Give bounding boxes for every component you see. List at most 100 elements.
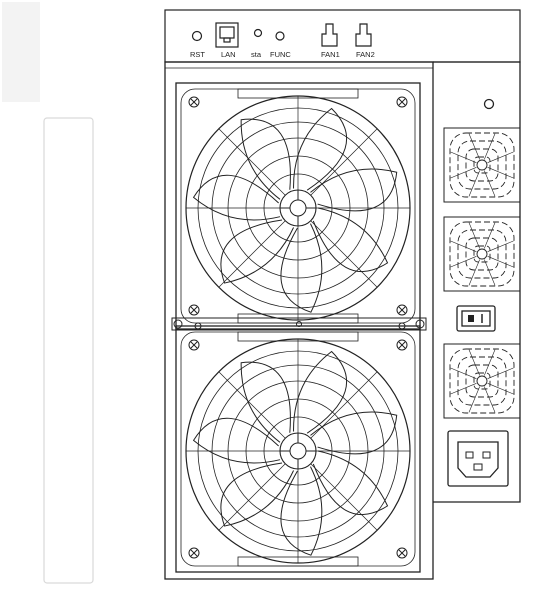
lower-fan: [175, 325, 421, 573]
vent-rib: [468, 170, 480, 197]
fan-guard-spoke: [218, 220, 286, 288]
vent-rib: [487, 167, 514, 179]
chassis-frame: [164, 61, 434, 580]
fan-screw-slot: [190, 306, 198, 314]
fan-screw-icon: [188, 304, 200, 316]
fan-screw-slot: [398, 549, 406, 557]
fans-layer: [175, 82, 421, 573]
vent-grille-icon: [443, 343, 521, 419]
fan-blade: [192, 417, 281, 464]
fan-screw-icon: [396, 304, 408, 316]
fan-hub-cap: [289, 442, 307, 460]
vent-center: [476, 159, 488, 171]
fan-blade: [293, 107, 348, 191]
vent-border: [443, 343, 521, 419]
vent-rib: [484, 349, 496, 376]
vent-slot-ring: [457, 140, 507, 190]
vent-rib: [487, 151, 514, 163]
vent-rib: [468, 133, 480, 160]
fan-screw-slot: [398, 98, 406, 106]
fan-screw-slot: [398, 306, 406, 314]
func-button[interactable]: [275, 31, 285, 41]
io-panel: RST LAN sta FUNC FAN1 FAN2: [164, 9, 521, 63]
fan-blade: [280, 223, 323, 313]
fan-screw-icon: [396, 339, 408, 351]
fan-hub-cap: [289, 199, 307, 217]
fan-guard-spoke: [218, 128, 286, 196]
upper-fan: [175, 82, 421, 330]
side-strip: [2, 2, 94, 584]
fan-blade: [293, 350, 348, 434]
fan-blade: [312, 450, 389, 516]
vent-center: [476, 375, 488, 387]
fan-screw-icon: [188, 547, 200, 559]
fan2-label: FAN2: [356, 50, 375, 59]
screw-hole-icon: [483, 98, 495, 110]
vent-slot-ring: [449, 221, 515, 287]
fan1-label: FAN1: [321, 50, 340, 59]
vent-rib: [487, 367, 514, 379]
io-panel-frame: [164, 9, 521, 63]
vent-slot-ring: [465, 364, 499, 398]
fan-guard-spoke: [218, 371, 286, 439]
vents-layer: [443, 127, 521, 419]
vent-rib: [487, 256, 514, 268]
fan-screw-slot: [190, 98, 198, 106]
fan-blade: [312, 207, 389, 273]
vent-slot-ring: [473, 372, 491, 390]
fan-screw-slot: [190, 341, 198, 349]
vent-rib: [450, 151, 477, 163]
vent-slot-ring: [449, 348, 515, 414]
fan-frame: [175, 82, 421, 330]
vent-rib: [468, 386, 480, 413]
vent-border: [443, 127, 521, 203]
vent-rib: [450, 256, 477, 268]
fan-screw-icon: [188, 96, 200, 108]
vent-slot-ring: [465, 237, 499, 271]
vent-slot-ring: [465, 148, 499, 182]
fan-blade: [192, 174, 281, 221]
fan-screw-icon: [188, 339, 200, 351]
sta-led-icon: [253, 28, 263, 38]
vent-rib: [450, 367, 477, 379]
fan-guard-spoke: [310, 463, 378, 531]
vent-rib: [484, 386, 496, 413]
vent-rib: [484, 133, 496, 160]
ac-inlet-icon: [447, 430, 509, 487]
vent-rib: [468, 349, 480, 376]
vent-center: [476, 248, 488, 260]
vent-rib: [484, 259, 496, 286]
bracket-screw-icon: [415, 319, 425, 329]
vent-rib: [484, 222, 496, 249]
fan-blade: [240, 118, 291, 200]
bracket-screw-icon: [194, 322, 202, 330]
psu-unit: [433, 61, 521, 503]
bracket-screw-icon: [398, 322, 406, 330]
bracket-screw-icon: [173, 319, 183, 329]
fan-blade: [220, 462, 295, 527]
fan-blade: [240, 361, 291, 443]
fan-blade: [280, 466, 323, 556]
vent-grille-icon: [443, 216, 521, 292]
vent-rib: [450, 167, 477, 179]
sta-label: sta: [251, 50, 262, 59]
chassis: [164, 61, 434, 580]
fan1-connector-icon: [321, 23, 338, 47]
vent-rib: [468, 222, 480, 249]
vent-rib: [450, 383, 477, 395]
fan-blade: [220, 219, 295, 284]
vent-slot-ring: [473, 245, 491, 263]
rst-button[interactable]: [191, 30, 203, 42]
vent-grille-icon: [443, 127, 521, 203]
vent-rib: [487, 383, 514, 395]
power-switch-icon[interactable]: [456, 305, 496, 332]
fan2-connector-icon: [355, 23, 372, 47]
vent-rib: [487, 240, 514, 252]
lan-port-icon: [215, 22, 239, 48]
vent-slot-ring: [449, 132, 515, 198]
vent-rib: [484, 170, 496, 197]
rst-label: RST: [190, 50, 205, 59]
vent-border: [443, 216, 521, 292]
lan-label: LAN: [221, 50, 236, 59]
